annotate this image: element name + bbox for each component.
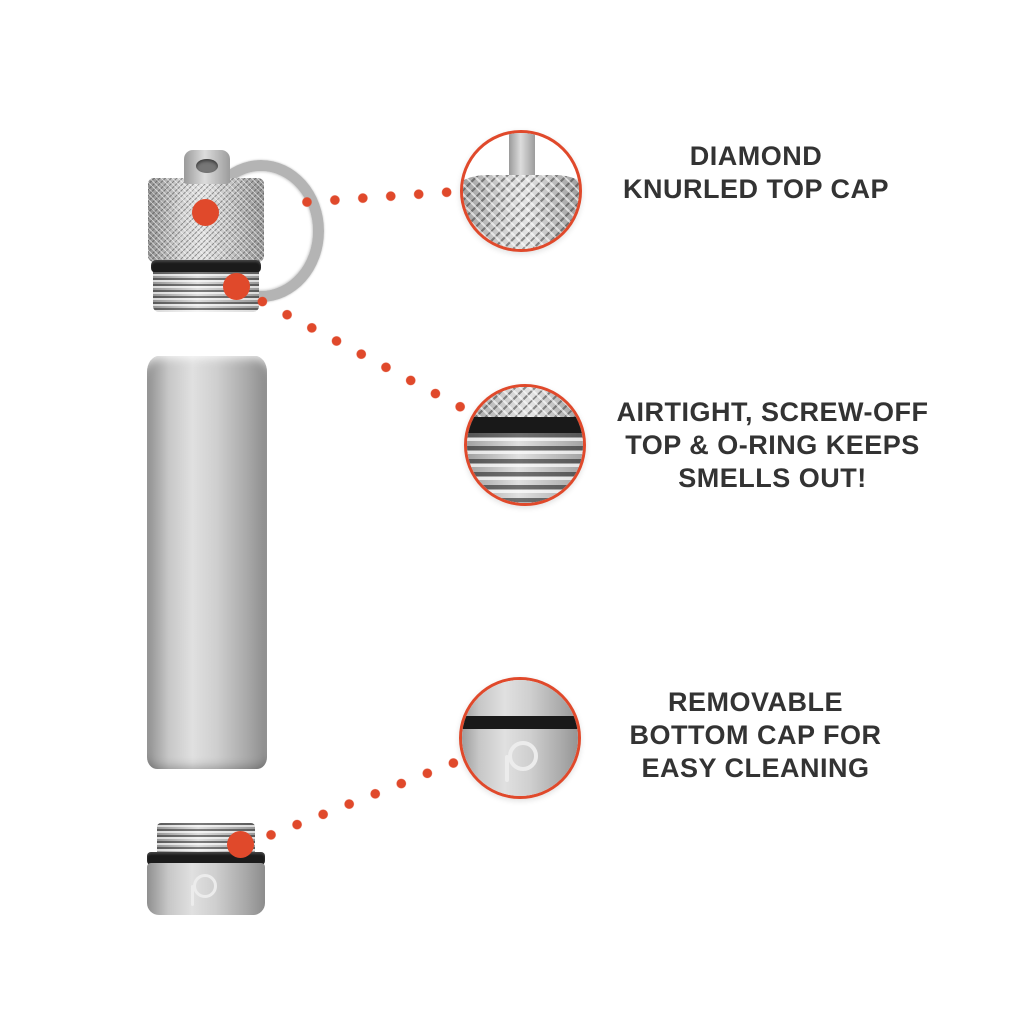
callout-label-line: AIRTIGHT, SCREW-OFF <box>616 397 929 427</box>
brand-logo-zoom-icon <box>508 741 538 771</box>
brand-logo-stem <box>191 885 194 906</box>
feature-dot-knurl <box>192 199 219 226</box>
callout-label-line: SMELLS OUT! <box>678 463 867 493</box>
o-ring-zoom <box>467 417 583 433</box>
top-o-ring <box>151 260 261 273</box>
leader-line-oring <box>247 289 474 418</box>
callout-label-line: DIAMOND <box>689 141 823 171</box>
bottom-cap-body <box>147 863 265 915</box>
keyring-post-zoom <box>509 133 535 183</box>
leader-line-bottom-cap <box>255 753 465 846</box>
knurl-edge-zoom <box>467 387 583 419</box>
keyring-post-hole <box>196 159 218 173</box>
airtight-seal-zoom-circle <box>464 384 586 506</box>
feature-dot-oring <box>223 273 250 300</box>
bottom-cap-body-zoom <box>462 729 578 796</box>
callout-label-airtight-seal: AIRTIGHT, SCREW-OFF TOP & O-RING KEEPS S… <box>605 396 940 495</box>
threads-zoom <box>467 433 583 503</box>
callout-label-line: REMOVABLE <box>667 687 843 717</box>
feature-dot-bottom-cap <box>227 831 254 858</box>
brand-logo-zoom-stem <box>505 755 509 782</box>
callout-label-line: EASY CLEANING <box>641 753 870 783</box>
callout-label-line: BOTTOM CAP FOR <box>629 720 882 750</box>
brand-logo-icon <box>193 874 217 898</box>
callout-label-top-cap: DIAMOND KNURLED TOP CAP <box>600 140 912 206</box>
tube-end-zoom <box>462 680 578 718</box>
top-cap-zoom-circle <box>460 130 582 252</box>
knurl-texture-zoom <box>463 175 579 249</box>
body-tube <box>147 356 267 769</box>
diamond-knurled-top-cap <box>148 178 264 262</box>
callout-label-line: TOP & O-RING KEEPS <box>625 430 920 460</box>
callout-label-bottom-cap: REMOVABLE BOTTOM CAP FOR EASY CLEANING <box>598 686 913 785</box>
top-cap-assembly <box>148 150 324 320</box>
bottom-cap-assembly <box>147 823 265 915</box>
bottom-o-ring-zoom <box>462 716 578 729</box>
callout-label-line: KNURLED TOP CAP <box>622 174 890 204</box>
bottom-cap-zoom-circle <box>459 677 581 799</box>
